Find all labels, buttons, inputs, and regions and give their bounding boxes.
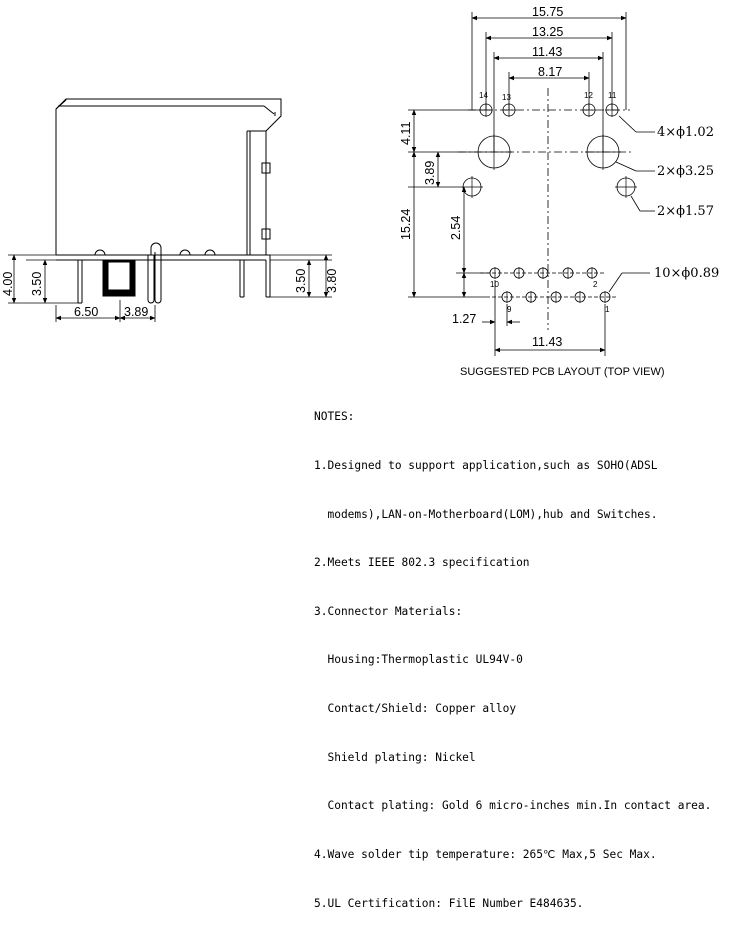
pcb-layout — [408, 12, 655, 356]
dim-2-54: 2.54 — [449, 216, 463, 240]
pin-label-1: 1 — [605, 305, 610, 314]
dim-3-50-right: 3.50 — [294, 269, 308, 293]
pin-label-14: 14 — [479, 91, 488, 100]
notes-title: NOTES: — [314, 410, 355, 424]
shield-tab-top — [261, 162, 271, 174]
pin-label-10: 10 — [490, 280, 499, 289]
shield-tab-bottom — [261, 228, 271, 240]
note-line-9: 4.Wave solder tip temperature: 265℃ Max,… — [314, 847, 657, 861]
dim-3-89-top: 3.89 — [423, 161, 437, 185]
note-line-1: 1.Designed to support application,such a… — [314, 459, 658, 473]
callout-10x-0-89: 10×ϕ0.89 — [654, 266, 719, 281]
note-line-3: 2.Meets IEEE 802.3 specification — [314, 556, 530, 570]
dim-4-11: 4.11 — [399, 122, 413, 145]
dim-8-17: 8.17 — [538, 65, 562, 79]
callout-2x-1-57: 2×ϕ1.57 — [657, 204, 714, 219]
note-line-4: 3.Connector Materials: — [314, 604, 463, 618]
dim-11-43-top: 11.43 — [532, 45, 562, 59]
dim-11-43-bottom: 11.43 — [532, 335, 562, 349]
dim-6-50: 6.50 — [74, 305, 98, 319]
pin-label-12: 12 — [584, 91, 593, 100]
dim-3-80: 3.80 — [325, 269, 339, 293]
note-line-2: modems),LAN-on-Motherboard(LOM),hub and … — [314, 507, 658, 521]
dim-3-89-side: 3.89 — [124, 305, 148, 319]
callout-4x-1-02: 4×ϕ1.02 — [657, 125, 714, 140]
note-line-6: Contact/Shield: Copper alloy — [314, 702, 517, 716]
dim-15-75: 15.75 — [532, 5, 563, 19]
dim-13-25: 13.25 — [532, 25, 563, 39]
pin-label-11: 11 — [608, 91, 617, 100]
note-line-8: Contact plating: Gold 6 micro-inches min… — [314, 799, 712, 813]
note-line-10: 5.UL Certification: FilE Number E484635. — [314, 896, 584, 910]
note-line-5: Housing:Thermoplastic UL94V-0 — [314, 653, 523, 667]
dim-3-50-left: 3.50 — [30, 272, 44, 296]
pin-label-9: 9 — [507, 305, 512, 314]
side-view — [55, 98, 282, 304]
pcb-layout-caption: SUGGESTED PCB LAYOUT (TOP VIEW) — [460, 366, 665, 378]
pin-label-2: 2 — [593, 280, 598, 289]
pin-label-13: 13 — [502, 93, 511, 102]
dim-15-24: 15.24 — [399, 209, 413, 240]
dim-1-27: 1.27 — [452, 312, 476, 326]
note-line-7: Shield plating: Nickel — [314, 750, 476, 764]
notes-block: NOTES: 1.Designed to support application… — [314, 377, 742, 928]
connector-drawing: 6.50 3.89 4.00 3.50 3.50 3.80 — [1, 5, 719, 378]
callout-2x-3-25: 2×ϕ3.25 — [657, 164, 714, 179]
dim-4-00: 4.00 — [1, 272, 15, 296]
